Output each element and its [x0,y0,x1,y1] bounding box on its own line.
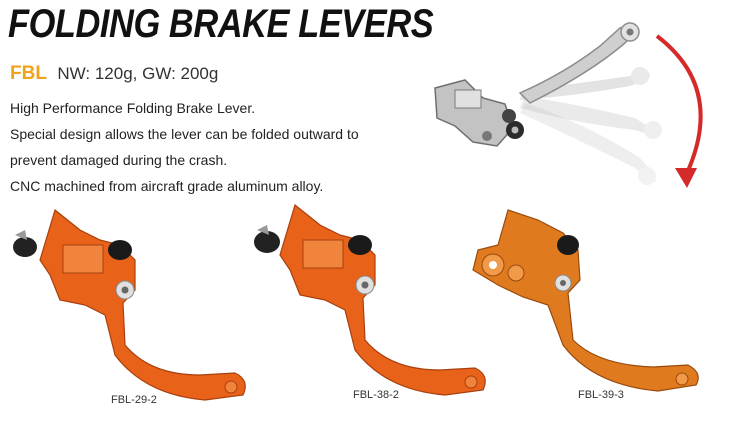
brake-lever-icon [13,208,246,401]
lever-ghost-icon [520,96,662,139]
weights-text: NW: 120g, GW: 200g [57,64,219,83]
description-line: Special design allows the lever can be f… [10,126,359,142]
spec-line: FBL NW: 120g, GW: 200g [10,63,218,85]
brake-lever-icon [472,209,699,392]
product-code: FBL-29-2 [111,394,157,406]
perch-body-icon [434,79,524,147]
description: High Performance Folding Brake Lever. Sp… [10,95,430,199]
product-fbl-39-3-image [472,209,699,392]
product-fbl-38-2-image [254,203,486,396]
product-fbl-29-2-image [13,208,246,401]
lever-icon [518,22,640,104]
description-line: prevent damaged during the crash. [10,152,228,168]
brake-lever-icon [254,203,486,396]
folding-motion-illustration [434,22,703,188]
lever-ghost-icon [520,67,650,100]
description-line: CNC machined from aircraft grade aluminu… [10,178,324,194]
product-code: FBL-38-2 [353,389,399,401]
fold-direction-arrow-icon [655,34,703,188]
description-line: High Performance Folding Brake Lever. [10,100,256,116]
page-title: FOLDING BRAKE LEVERS [8,2,434,46]
lever-ghost-icon [520,103,656,185]
product-code: FBL-39-3 [578,389,624,401]
model-code: FBL [10,63,47,84]
